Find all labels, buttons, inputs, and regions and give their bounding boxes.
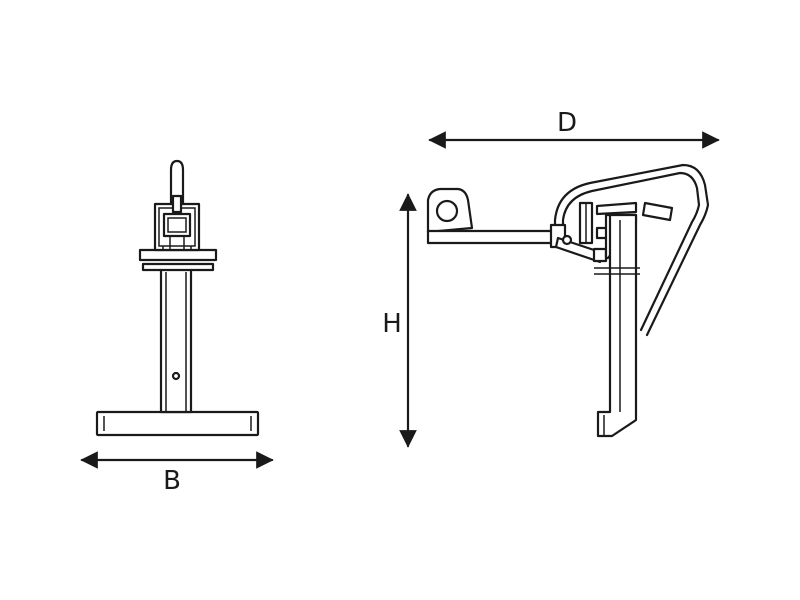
side-jaw-latch: [641, 201, 674, 222]
side-clamp-mechanism: [549, 201, 638, 264]
dimension-h: H: [382, 193, 417, 448]
dimension-b-label: B: [163, 466, 181, 496]
dimension-d: D: [428, 108, 720, 149]
front-base-plate: [95, 410, 260, 437]
front-view: B: [80, 159, 274, 496]
front-upper-plate: [138, 248, 218, 262]
dimension-b: B: [80, 451, 274, 496]
dimension-d-label: D: [557, 108, 577, 138]
front-lower-plate: [141, 262, 215, 272]
side-handle-frame: [553, 163, 710, 337]
side-lifting-eye: [426, 187, 474, 234]
side-vertical-jaw: [594, 213, 640, 438]
front-lifting-handle: [169, 159, 185, 214]
side-horizontal-arm: [426, 229, 556, 245]
side-view: D H: [382, 108, 720, 448]
front-column: [159, 266, 193, 414]
dimension-h-label: H: [382, 309, 402, 339]
